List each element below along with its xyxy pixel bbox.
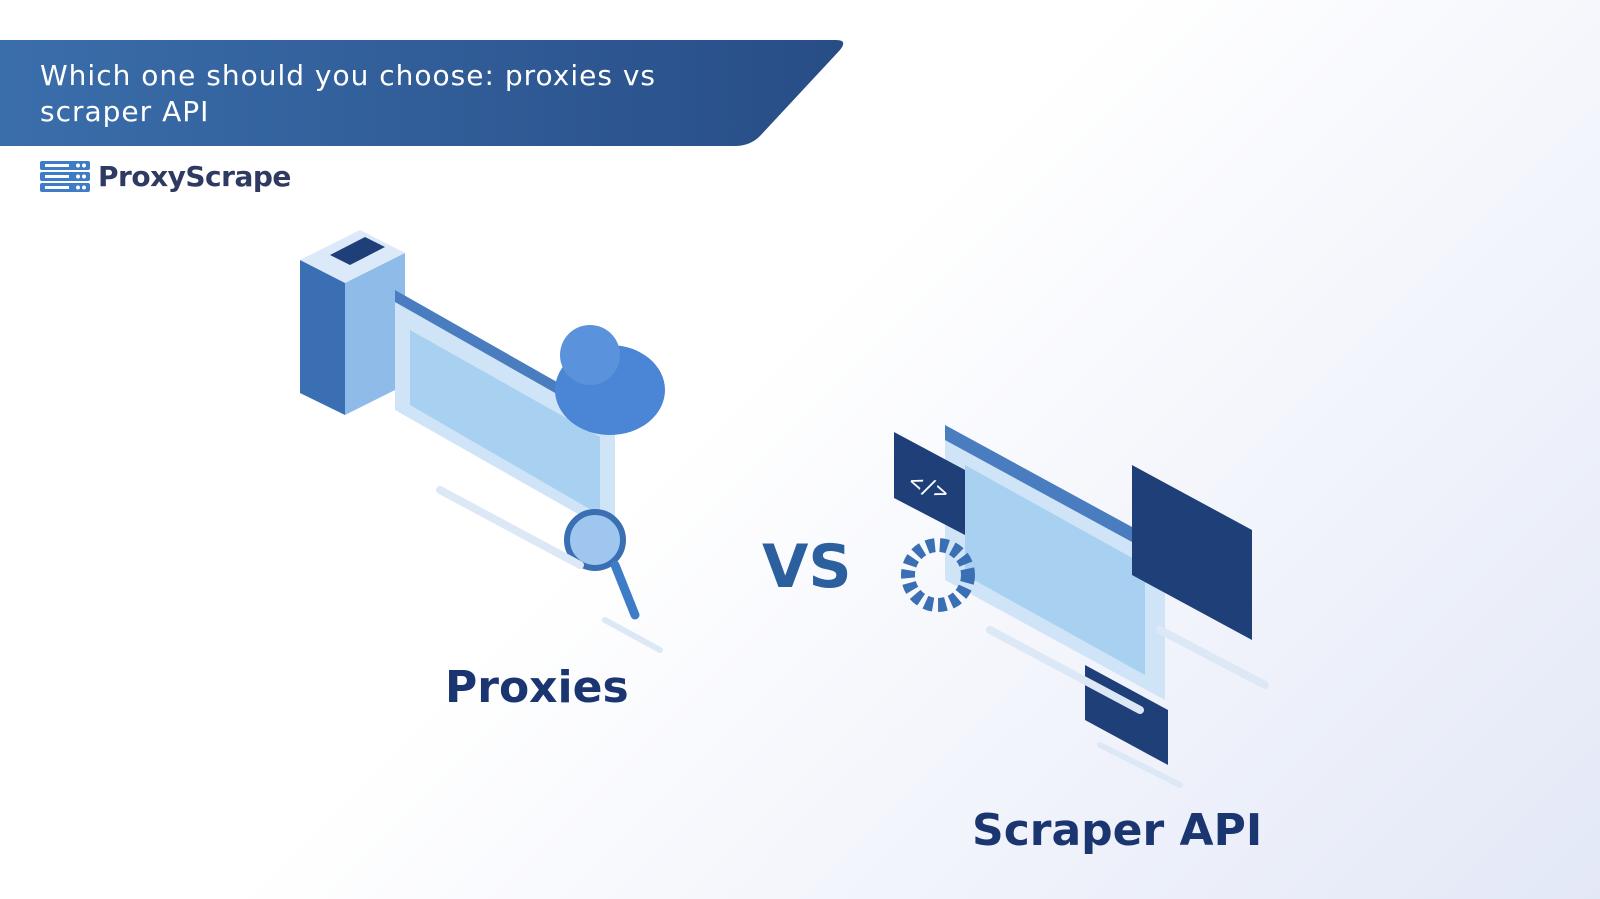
- code-panel-icon: [1132, 465, 1252, 640]
- server-icon: [300, 230, 405, 415]
- scraper-api-label: Scraper API: [972, 805, 1263, 856]
- magnifier-icon: [564, 509, 640, 620]
- proxies-illustration: [300, 230, 665, 653]
- title-banner: [0, 40, 850, 146]
- vs-label: VS: [762, 532, 852, 602]
- proxies-label: Proxies: [445, 662, 629, 713]
- gear-icon: [901, 538, 975, 612]
- code-window-icon: [894, 432, 965, 535]
- server-logo-icon: [40, 160, 90, 192]
- banner-shape: [0, 40, 844, 146]
- cloud-icon: [555, 325, 665, 435]
- brand-logo: ProxyScrape: [40, 160, 291, 193]
- scraper-api-illustration: </>: [894, 425, 1269, 788]
- page-title: Which one should you choose: proxies vs …: [40, 59, 656, 128]
- brand-name: ProxyScrape: [98, 160, 291, 193]
